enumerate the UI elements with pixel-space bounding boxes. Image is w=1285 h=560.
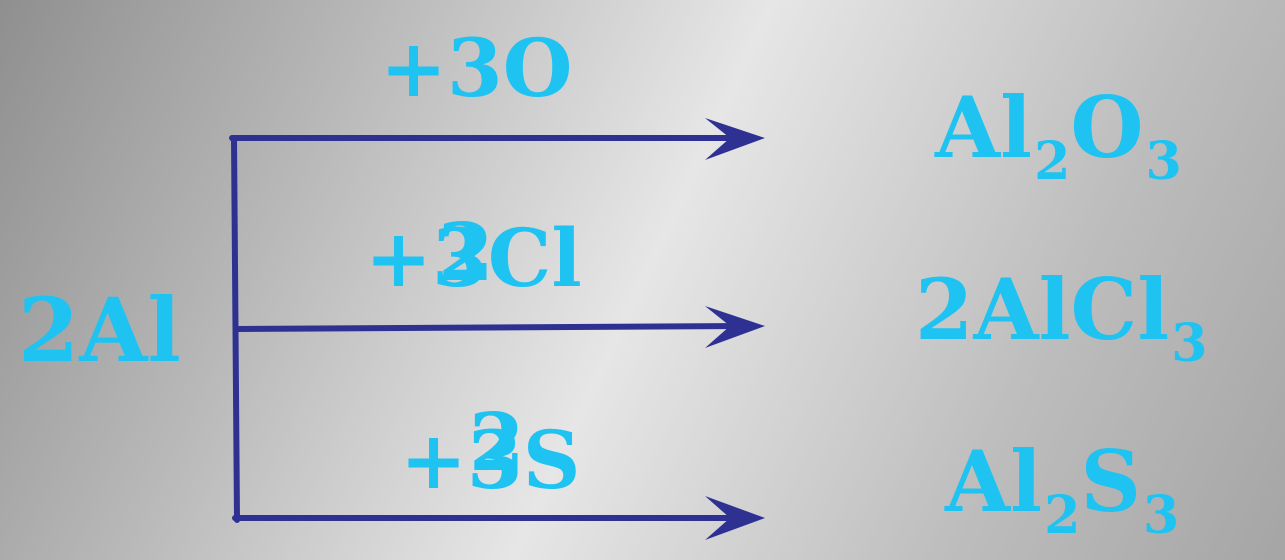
arrowhead-3: [705, 496, 765, 540]
arrow-heads: [705, 118, 765, 540]
arrowhead-2: [705, 306, 765, 348]
reagent-coefficient-overlay-2: 2: [438, 205, 494, 299]
product-1-subscript-1: 2: [1034, 130, 1071, 192]
reactant-label: 2Al: [18, 278, 181, 382]
product-3-subscript-1: 2: [1044, 484, 1081, 546]
reagent-formula-2: Cl: [487, 211, 582, 305]
reagent-formula-1: O: [502, 21, 573, 115]
arrow-shaft-2: [234, 323, 748, 332]
reagent-coefficient-1: 3: [447, 21, 503, 115]
reagent-formula-3: S: [522, 413, 581, 507]
arrowhead-1: [705, 118, 765, 160]
product-formula-1: Al2O3: [935, 78, 1182, 192]
reagent-coefficient-overlay-3: 2: [469, 395, 525, 489]
reagent-label-1: +3O: [380, 21, 573, 115]
product-3-subscript-2: 3: [1143, 484, 1180, 546]
product-formula-2: 2AlCl3: [915, 260, 1208, 374]
product-1-subscript-2: 3: [1145, 130, 1182, 192]
arrow-branch-lines: [229, 135, 748, 523]
product-formula-3: Al2S3: [945, 432, 1180, 546]
product-2-subscript-1: 3: [1171, 312, 1208, 374]
